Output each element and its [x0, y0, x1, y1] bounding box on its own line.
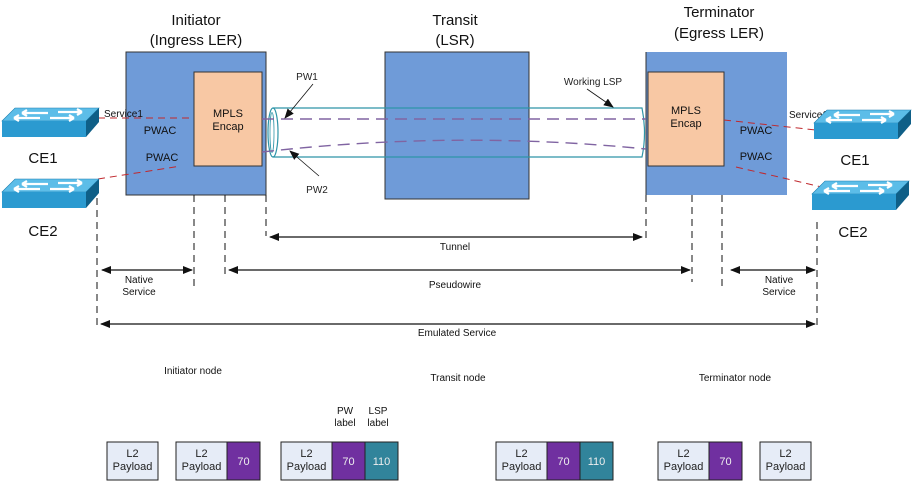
working-lsp-tunnel — [267, 107, 646, 158]
pw-label-value: 70 — [342, 456, 354, 468]
native-service-right-label-2: Service — [762, 287, 796, 298]
initiator-encap-line1: MPLS — [213, 108, 243, 120]
pw-label-value: 70 — [719, 456, 731, 468]
pw-label-cell — [226, 441, 261, 481]
initiator-pwac-1: PWAC — [144, 125, 177, 137]
pseudowire-span-label: Pseudowire — [429, 280, 482, 291]
guide-lines — [96, 195, 818, 325]
initiator-subtitle: (Ingress LER) — [150, 32, 243, 49]
right-service2-line — [735, 166, 827, 189]
ce2-right-switch — [810, 179, 911, 212]
initiator-node-section-label: Initiator node — [164, 366, 222, 377]
lsp-label-value: 110 — [588, 456, 606, 468]
l2-payload-cell — [106, 441, 159, 481]
l2-payload-cell — [280, 441, 333, 481]
native-service-right-label-1: Native — [765, 275, 794, 286]
terminator-service-label: Service1 — [789, 110, 828, 121]
terminator-encap-line2: Encap — [670, 118, 701, 130]
pw-label-cell — [331, 441, 366, 481]
transit-subtitle: (LSR) — [435, 32, 474, 49]
left-service2-line — [97, 165, 182, 180]
tunnel-span-label: Tunnel — [440, 242, 470, 253]
transit-node-section-label: Transit node — [430, 373, 486, 384]
ce1-left-label: CE1 — [28, 150, 57, 167]
l2-payload-text: Payload — [664, 461, 704, 473]
terminator-subtitle: (Egress LER) — [674, 25, 764, 42]
ce2-right-label: CE2 — [838, 224, 867, 241]
ce1-right-label: CE1 — [840, 152, 869, 169]
initiator-encap-line2: Encap — [212, 121, 243, 133]
terminator-encap-line1: MPLS — [671, 105, 701, 117]
l2-payload-cell — [175, 441, 228, 481]
ce2-left-switch — [0, 177, 101, 210]
lsp-label-cell — [579, 441, 614, 481]
transit-title: Transit — [432, 12, 478, 29]
lsp-label-value: 110 — [373, 456, 391, 468]
lsp-label-header-2: label — [367, 418, 388, 429]
pw2-line — [261, 139, 647, 153]
lsp-label-header-1: LSP — [369, 406, 388, 417]
l2-payload-text: L2 — [195, 448, 207, 460]
pw-label-header-2: label — [334, 418, 355, 429]
terminator-node-section-label: Terminator node — [699, 373, 772, 384]
l2-payload-text: L2 — [779, 448, 791, 460]
l2-payload-text: Payload — [287, 461, 327, 473]
right-service1-line — [723, 119, 817, 131]
pw2-label: PW2 — [306, 185, 328, 196]
initiator-pwac-2: PWAC — [146, 152, 179, 164]
initiator-encap-box — [193, 71, 263, 167]
native-service-left-label-2: Service — [122, 287, 156, 298]
l2-payload-text: Payload — [766, 461, 806, 473]
l2-payload-text: L2 — [300, 448, 312, 460]
pw1-label: PW1 — [296, 72, 318, 83]
initiator-title: Initiator — [171, 12, 220, 29]
l2-payload-text: Payload — [113, 461, 153, 473]
ce1-left-switch — [0, 106, 101, 139]
pw-label-value: 70 — [237, 456, 249, 468]
transit-node-box — [384, 51, 530, 200]
ce1-right-switch — [812, 108, 912, 141]
ce2-left-label: CE2 — [28, 223, 57, 240]
terminator-pwac-1: PWAC — [740, 125, 773, 137]
l2-payload-text: Payload — [182, 461, 222, 473]
terminator-pwac-2: PWAC — [740, 151, 773, 163]
pw-label-cell — [546, 441, 581, 481]
l2-payload-text: L2 — [677, 448, 689, 460]
lsp-label-cell — [364, 441, 399, 481]
native-service-left-label-1: Native — [125, 275, 154, 286]
pw-label-cell — [708, 441, 743, 481]
terminator-encap-box — [647, 71, 725, 167]
pw-label-header-1: PW — [337, 406, 354, 417]
l2-payload-cell — [759, 441, 812, 481]
l2-payload-text: L2 — [515, 448, 527, 460]
l2-payload-text: Payload — [502, 461, 542, 473]
l2-payload-text: L2 — [126, 448, 138, 460]
initiator-service-label: Service1 — [104, 109, 143, 120]
working-lsp-label: Working LSP — [564, 77, 623, 88]
pw-label-value: 70 — [557, 456, 569, 468]
l2-payload-cell — [657, 441, 710, 481]
emulated-service-span-label: Emulated Service — [418, 328, 497, 339]
terminator-title: Terminator — [684, 4, 755, 21]
